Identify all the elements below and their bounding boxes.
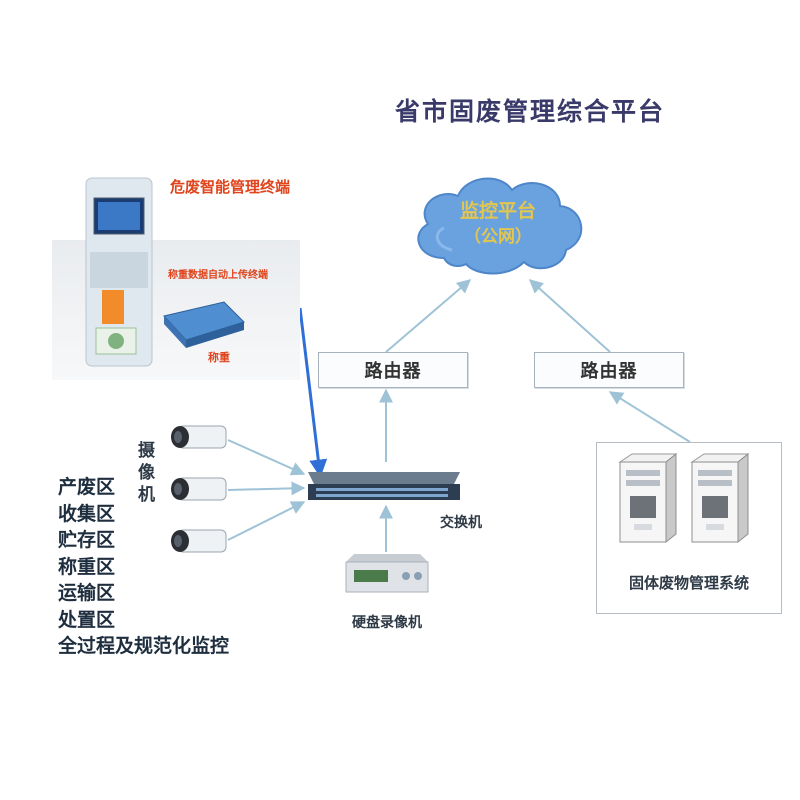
link-camera2-switch (228, 488, 304, 490)
zone-item: 全过程及规范化监控 (58, 633, 229, 660)
monitoring-zone-list: 产废区 收集区 贮存区 称重区 运输区 处置区 全过程及规范化监控 (58, 474, 229, 660)
router-left: 路由器 (318, 352, 468, 388)
zone-item: 产废区 (58, 474, 229, 501)
weighing-scale-icon (150, 296, 246, 354)
server-icon (688, 452, 750, 544)
zone-item: 处置区 (58, 607, 229, 634)
cloud-label: 监控平台 (448, 196, 548, 223)
network-switch-icon (302, 464, 466, 508)
kiosk-label: 危废智能管理终端 (170, 176, 290, 197)
server-system-label: 固体废物管理系统 (596, 572, 782, 593)
zone-item: 贮存区 (58, 527, 229, 554)
server-icon (616, 452, 678, 544)
zone-item: 称重区 (58, 554, 229, 581)
cloud-sublabel: （公网） (448, 222, 548, 247)
switch-label: 交换机 (440, 512, 482, 532)
upload-terminal-label: 称重数据自动上传终端 (168, 266, 268, 281)
link-camera3-switch (228, 502, 304, 540)
router-right: 路由器 (534, 352, 684, 388)
recorder-label: 硬盘录像机 (352, 612, 422, 632)
scale-label: 称重 (208, 349, 230, 365)
kiosk-terminal-icon (76, 176, 160, 370)
zone-item: 收集区 (58, 501, 229, 528)
camera-icon (166, 420, 232, 456)
link-server-router (610, 392, 690, 442)
link-camera1-switch (228, 440, 304, 474)
link-kiosk-switch (300, 308, 320, 474)
zone-item: 运输区 (58, 580, 229, 607)
link-left-router-cloud (386, 280, 470, 352)
video-recorder-icon (340, 552, 434, 602)
link-right-router-cloud (530, 280, 610, 352)
